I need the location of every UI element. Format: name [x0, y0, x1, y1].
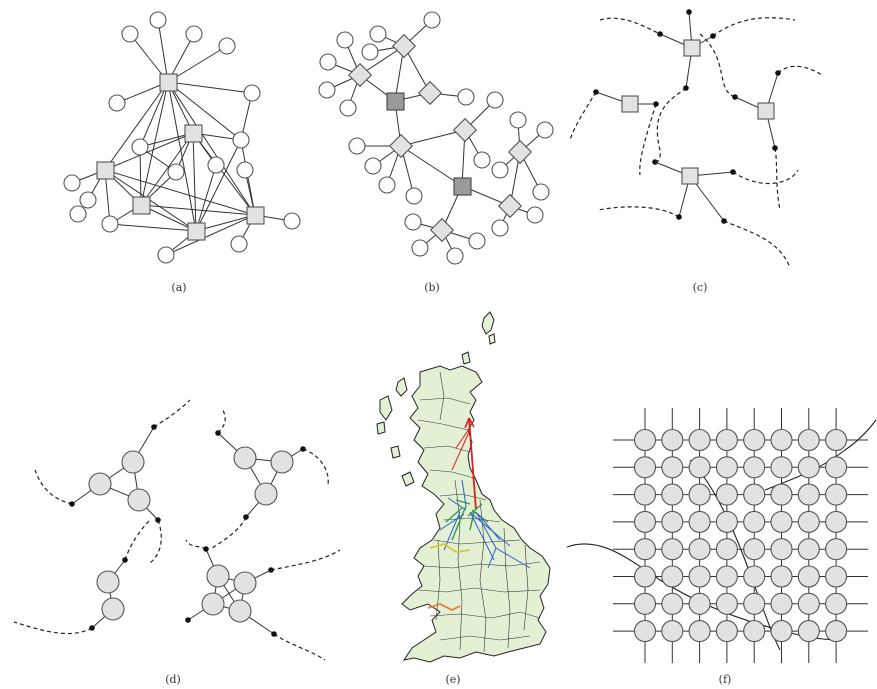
panel-b-label: (b)	[424, 281, 440, 294]
grid-node	[715, 456, 738, 479]
grid-node	[688, 620, 711, 643]
grid-node	[633, 428, 657, 452]
panel-c-label: (c)	[693, 281, 708, 294]
grid-node	[743, 428, 766, 452]
grid-node	[770, 538, 793, 561]
grid-node	[825, 592, 848, 615]
grid-node	[797, 510, 820, 533]
panel-d-ports	[69, 424, 306, 637]
grid-node	[770, 510, 793, 533]
panel-b-dark-hubs	[386, 92, 472, 196]
grid-node	[825, 565, 848, 588]
grid-node	[825, 538, 848, 561]
grid-node	[661, 510, 684, 533]
grid-node	[825, 620, 848, 643]
grid-node	[797, 565, 820, 588]
grid-node	[770, 456, 793, 479]
grid-node	[633, 592, 657, 615]
panel-c-ports	[593, 9, 781, 224]
grid-node	[797, 592, 820, 615]
panel-e-label: (e)	[445, 673, 460, 686]
panel-e-islands	[376, 311, 496, 487]
grid-node	[633, 456, 657, 479]
grid-node	[688, 456, 711, 479]
grid-node	[715, 428, 738, 452]
grid-node	[825, 483, 848, 506]
grid-node	[688, 510, 711, 533]
panel-a-circle-nodes	[63, 11, 301, 264]
grid-node	[688, 428, 711, 452]
panel-f-nodes	[633, 428, 848, 643]
panel-a-square-hubs	[96, 73, 265, 241]
grid-node	[825, 456, 848, 479]
grid-node	[743, 510, 766, 533]
grid-node	[633, 510, 657, 533]
panel-d-diagram: (d)	[13, 399, 341, 686]
panel-a-diagram: (a)	[63, 11, 301, 294]
grid-node	[825, 510, 848, 533]
grid-node	[661, 428, 684, 452]
panel-b-diamond-hubs	[347, 33, 533, 243]
panel-f-label: (f)	[719, 673, 732, 686]
grid-node	[715, 565, 738, 588]
grid-node	[825, 428, 848, 452]
grid-node	[797, 483, 820, 506]
grid-node	[770, 565, 793, 588]
grid-node	[633, 620, 657, 643]
panel-c-dashed-links	[569, 17, 823, 269]
grid-node	[770, 428, 793, 452]
grid-node	[688, 538, 711, 561]
grid-node	[715, 538, 738, 561]
grid-node	[661, 565, 684, 588]
panel-e-map: (e)	[376, 311, 551, 686]
grid-node	[715, 620, 738, 643]
grid-node	[661, 456, 684, 479]
grid-node	[743, 456, 766, 479]
grid-node	[797, 620, 820, 643]
grid-node	[797, 456, 820, 479]
grid-node	[661, 483, 684, 506]
grid-node	[743, 592, 766, 615]
grid-node	[688, 483, 711, 506]
grid-node	[743, 538, 766, 561]
great-britain-outline	[401, 365, 551, 663]
grid-node	[661, 538, 684, 561]
grid-node	[797, 538, 820, 561]
grid-node	[633, 565, 657, 588]
grid-node	[770, 592, 793, 615]
panel-d-label: (d)	[165, 673, 181, 686]
panel-d-dashed-links	[13, 399, 341, 661]
grid-node	[770, 483, 793, 506]
grid-node	[715, 483, 738, 506]
grid-node	[661, 592, 684, 615]
panel-d-nodes	[88, 446, 294, 623]
grid-node	[797, 428, 820, 452]
panel-b-circle-nodes	[318, 11, 554, 265]
grid-node	[743, 483, 766, 506]
grid-node	[715, 510, 738, 533]
panel-b-diagram: (b)	[318, 11, 554, 294]
grid-node	[633, 483, 657, 506]
grid-node	[633, 538, 657, 561]
grid-node	[688, 565, 711, 588]
panel-f-grid: (f)	[566, 408, 877, 686]
grid-node	[770, 620, 793, 643]
grid-node	[743, 565, 766, 588]
panel-f-curves	[566, 419, 877, 651]
panel-e-flow-lines	[427, 417, 531, 611]
grid-node	[715, 592, 738, 615]
panel-c-square-hubs	[621, 39, 775, 185]
grid-node	[688, 592, 711, 615]
grid-node	[743, 620, 766, 643]
grid-node	[661, 620, 684, 643]
panel-a-label: (a)	[171, 281, 186, 294]
panel-c-diagram: (c)	[569, 9, 823, 294]
